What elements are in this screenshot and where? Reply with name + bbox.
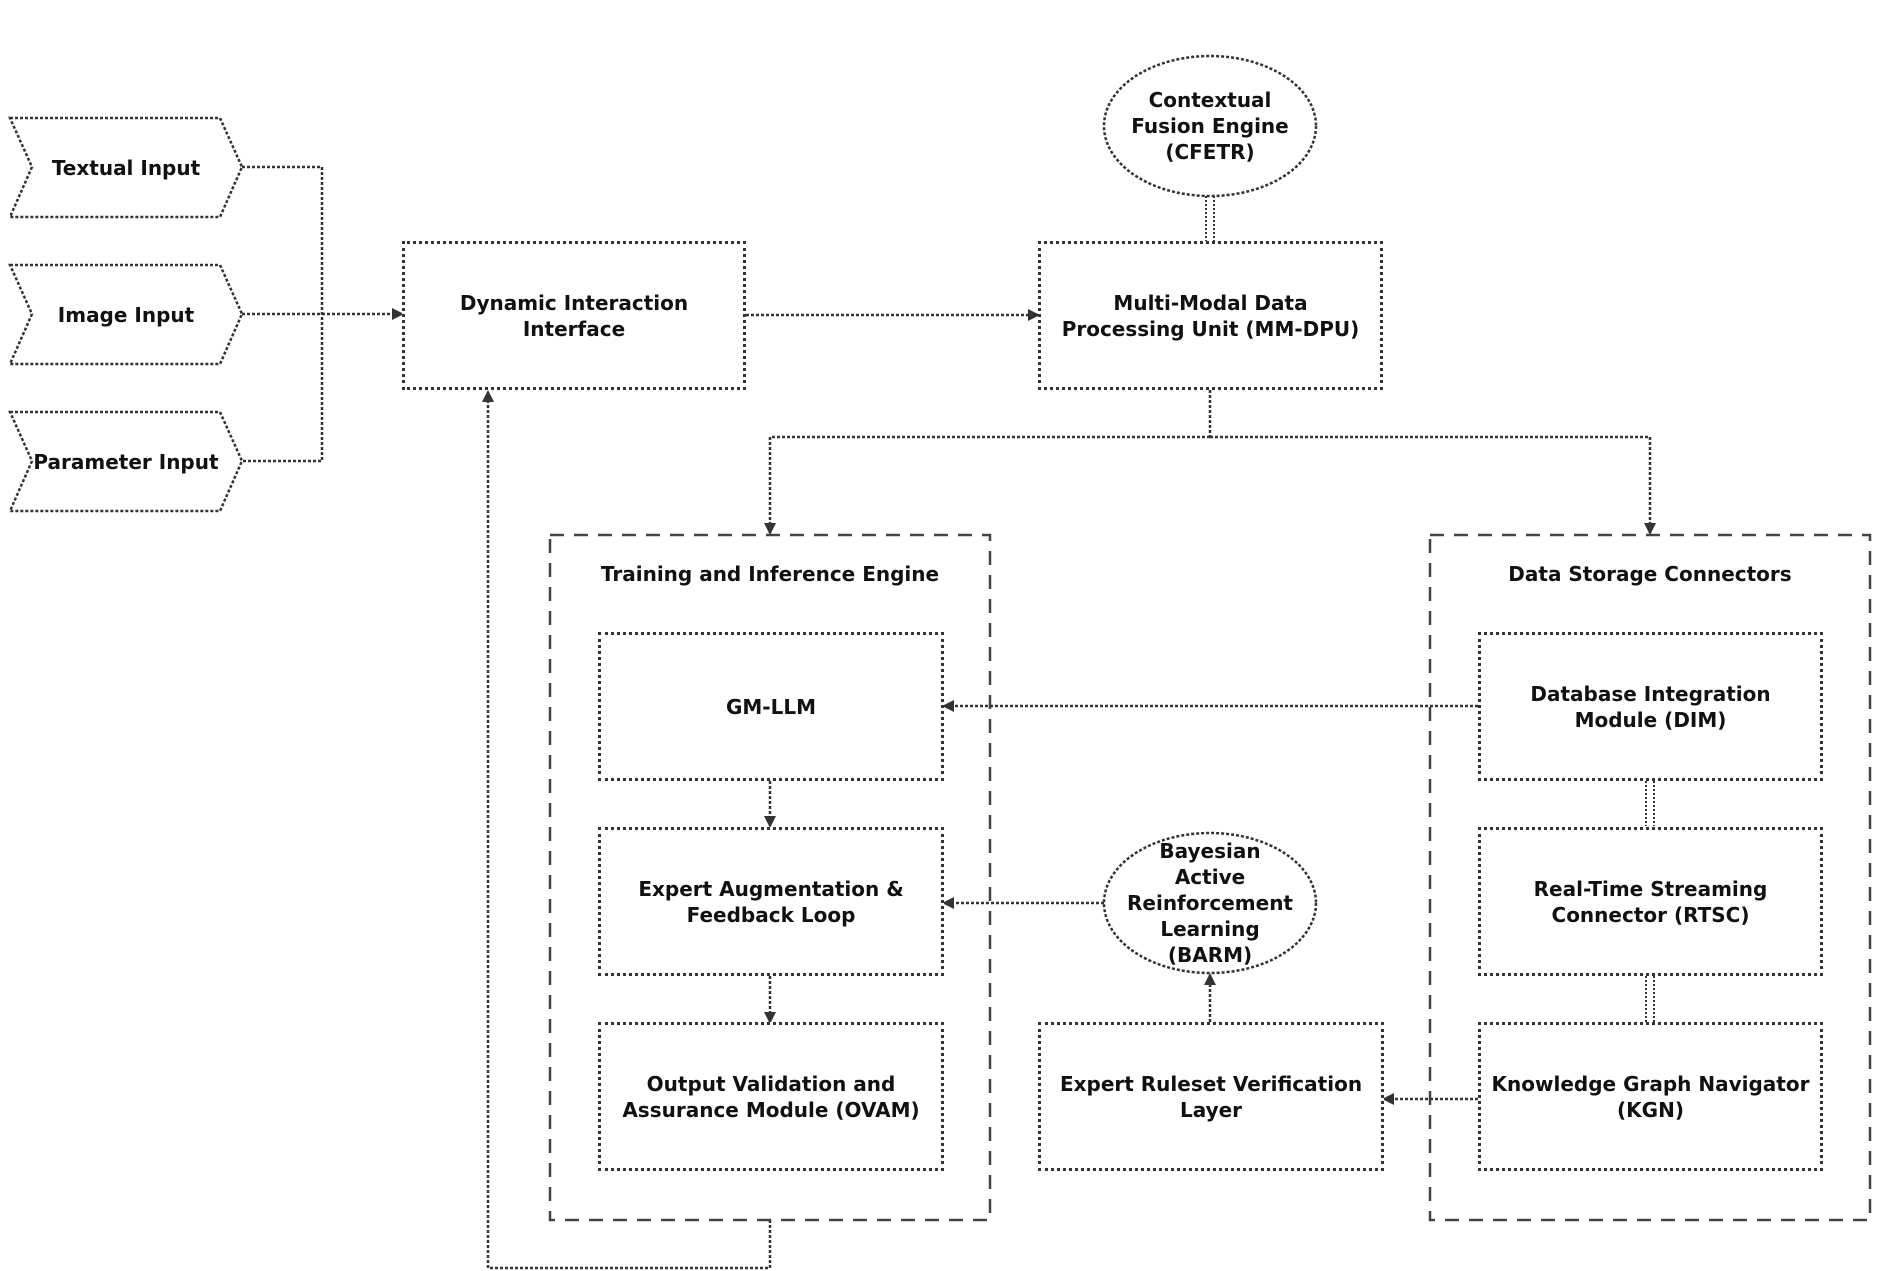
image-input-label: Image Input	[32, 265, 220, 364]
rtsc-label: Real-Time Streaming Connector (RTSC)	[1489, 876, 1812, 928]
ovam-node: Output Validation and Assurance Module (…	[598, 1022, 944, 1171]
real-time-streaming-node: Real-Time Streaming Connector (RTSC)	[1478, 827, 1823, 976]
mm-dpu-node: Multi-Modal Data Processing Unit (MM-DPU…	[1038, 241, 1383, 390]
mmdpu-to-training-arrow	[770, 437, 1210, 533]
eafl-label: Expert Augmentation & Feedback Loop	[609, 876, 933, 928]
dim-label: Database Integration Module (DIM)	[1489, 681, 1812, 733]
gmllm-label: GM-LLM	[726, 694, 816, 720]
textual-input-label: Textual Input	[32, 118, 220, 217]
ervl-label: Expert Ruleset Verification Layer	[1049, 1071, 1373, 1123]
kgn-label: Knowledge Graph Navigator (KGN)	[1489, 1071, 1812, 1123]
ovam-label: Output Validation and Assurance Module (…	[609, 1071, 933, 1123]
storage-group-title: Data Storage Connectors	[1430, 562, 1870, 586]
dii-label: Dynamic Interaction Interface	[413, 290, 735, 342]
mmdpu-to-storage-arrow	[1210, 437, 1650, 533]
parameter-input-label: Parameter Input	[32, 412, 220, 511]
gm-llm-node: GM-LLM	[598, 632, 944, 781]
knowledge-graph-navigator-node: Knowledge Graph Navigator (KGN)	[1478, 1022, 1823, 1171]
dynamic-interaction-interface-node: Dynamic Interaction Interface	[402, 241, 746, 390]
mmdpu-label: Multi-Modal Data Processing Unit (MM-DPU…	[1049, 290, 1372, 342]
barm-label: Bayesian Active Reinforcement Learning (…	[1104, 833, 1316, 973]
expert-augmentation-node: Expert Augmentation & Feedback Loop	[598, 827, 944, 976]
cfe-label: Contextual Fusion Engine (CFETR)	[1104, 56, 1316, 196]
training-group-title: Training and Inference Engine	[550, 562, 990, 586]
expert-ruleset-verification-node: Expert Ruleset Verification Layer	[1038, 1022, 1384, 1171]
database-integration-node: Database Integration Module (DIM)	[1478, 632, 1823, 781]
